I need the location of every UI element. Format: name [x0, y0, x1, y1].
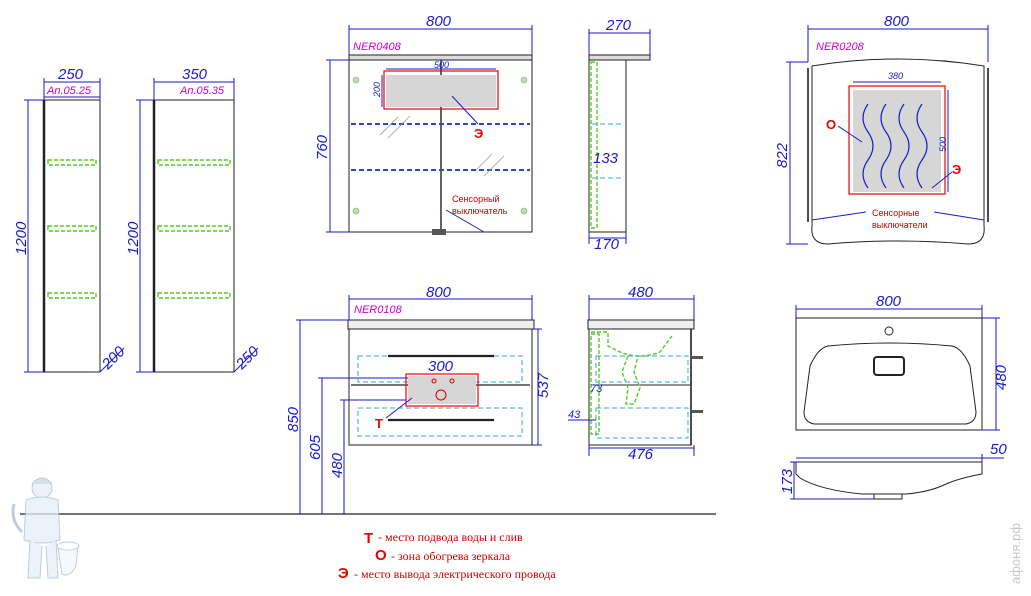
col1-width-dim: 250 — [57, 66, 84, 83]
mirror-height-dim: 760 — [314, 134, 331, 160]
marker-e-mirror: Э — [474, 126, 483, 141]
col2-code: An.05.35 — [179, 85, 225, 97]
mirror-heater-w-dim: 500 — [434, 60, 449, 70]
sink-lip-dim: 50 — [990, 441, 1007, 458]
mirror-side-bottom-dim: 170 — [594, 236, 620, 253]
sink-top-view: 800 480 — [795, 293, 1010, 431]
vanity-side-depth-dim: 480 — [628, 284, 654, 301]
sink-width-dim: 800 — [876, 293, 902, 310]
legend-text-e: - место вывода электрического провода — [354, 567, 556, 581]
plumber-mascot-icon — [11, 477, 80, 579]
legend-mark-o: О — [375, 547, 387, 564]
mirror-heater-h-dim: 200 — [372, 82, 382, 98]
vanity-h605-dim: 605 — [307, 434, 324, 460]
legend-mark-e: Э — [338, 565, 349, 582]
vanity-h480-dim: 480 — [329, 452, 346, 478]
mirror-side-depth-dim: 270 — [605, 17, 632, 34]
vanity-side-bottom-dim: 476 — [628, 446, 654, 463]
col1-code: An.05.25 — [46, 85, 92, 97]
vanity-inner-dim: 300 — [428, 358, 454, 375]
mirror2-code: NER0208 — [816, 41, 865, 53]
sink-side-view: 50 173 — [779, 441, 1007, 500]
legend-text-t: - место подвода воды и слив — [378, 530, 523, 544]
legend-mark-t: Т — [364, 530, 373, 547]
legend: Т - место подвода воды и слив О - зона о… — [338, 530, 556, 582]
mirror-code: NER0408 — [353, 41, 402, 53]
vanity-side-43-dim: 43 — [568, 409, 581, 421]
col1-height-dim: 1200 — [13, 221, 30, 255]
watermark-text: афоня.рф — [1008, 523, 1023, 584]
mirror2-height-dim: 822 — [774, 142, 791, 168]
vanity-height-dim: 537 — [535, 372, 552, 398]
mirror-cabinet-side: 270 133 170 — [588, 17, 651, 253]
switches-label-line2: выключатели — [872, 220, 928, 230]
mirror-heated-front: 800 NER0208 380 500 О Э Сенсорные выключ… — [774, 13, 989, 245]
switches-label-line1: Сенсорные — [872, 208, 920, 218]
switch-label-line2: выключатель — [452, 206, 508, 216]
mirror-cabinet-front: 800 NER0408 500 200 Э Сенсорный выключат… — [314, 13, 533, 235]
col2-width-dim: 350 — [182, 66, 208, 83]
vanity-h850-dim: 850 — [285, 406, 302, 432]
vanity-front: 800 NER0108 300 Т 537 850 605 480 — [285, 284, 552, 514]
mirror-side-shelf-dim: 133 — [593, 150, 619, 167]
mirror-width-dim: 800 — [426, 13, 452, 30]
vanity-side-73-dim: 73 — [590, 383, 603, 395]
switch-label-line1: Сенсорный — [452, 194, 500, 204]
marker-t-vanity: Т — [375, 416, 383, 431]
tall-cabinet-350: 350 An.05.35 1200 250 — [125, 66, 263, 374]
mirror2-heater-w-dim: 380 — [888, 71, 903, 81]
marker-o-mirror2: О — [826, 117, 836, 132]
sink-depth-dim: 480 — [993, 364, 1010, 390]
sink-height-dim: 173 — [779, 468, 796, 494]
mirror2-heater-h-dim: 500 — [938, 137, 948, 152]
marker-e-mirror2: Э — [952, 162, 961, 177]
vanity-code: NER0108 — [354, 304, 403, 316]
mirror2-width-dim: 800 — [884, 13, 910, 30]
vanity-side: 480 73 43 476 — [568, 284, 703, 463]
legend-text-o: - зона обогрева зеркала — [391, 549, 511, 563]
vanity-width-dim: 800 — [426, 284, 452, 301]
col2-height-dim: 1200 — [125, 221, 142, 255]
tall-cabinet-250: 250 An.05.25 1200 200 — [13, 66, 129, 374]
